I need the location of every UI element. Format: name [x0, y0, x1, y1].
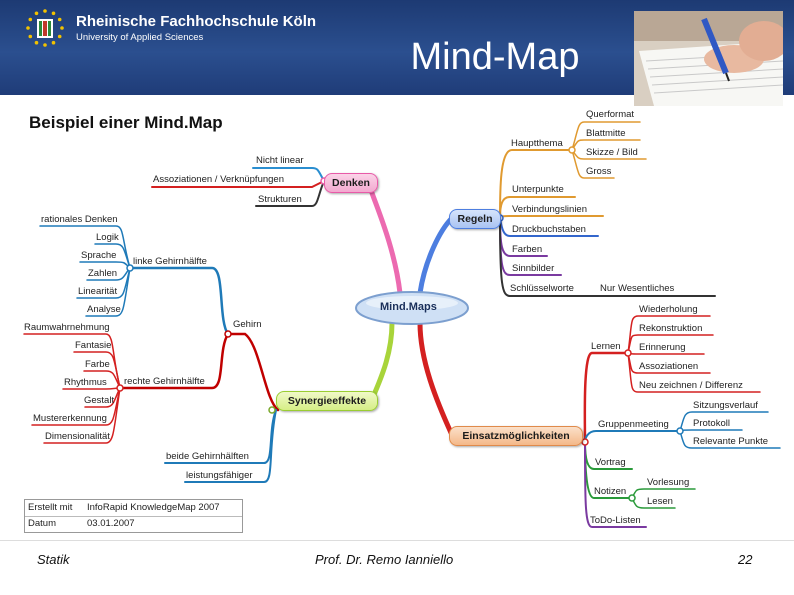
info-created-key: Erstellt mit	[28, 500, 72, 516]
leaf-nicht-linear: Nicht linear	[256, 155, 304, 167]
center-topic: Mind.Maps	[380, 301, 437, 313]
leaf-erinnerung: Erinnerung	[639, 342, 685, 354]
footer-left: Statik	[37, 552, 70, 567]
leaf-lernen: Lernen	[591, 341, 621, 353]
leaf-linearitaet: Linearität	[78, 286, 117, 298]
leaf-gross: Gross	[586, 166, 611, 178]
leaf-gruppenmeeting: Gruppenmeeting	[598, 419, 669, 431]
leaf-rechte-gehirnhaelfte: rechte Gehirnhälfte	[124, 376, 205, 388]
info-date-key: Datum	[28, 516, 56, 532]
leaf-wiederholung: Wiederholung	[639, 304, 698, 316]
leaf-sitzungsverlauf: Sitzungsverlauf	[693, 400, 758, 412]
leaf-protokoll: Protokoll	[693, 418, 730, 430]
leaf-strukturen: Strukturen	[258, 194, 302, 206]
leaf-unterpunkte: Unterpunkte	[512, 184, 564, 196]
footer-author: Prof. Dr. Remo Ianniello	[315, 552, 453, 567]
leaf-assoziationen: Assoziationen	[639, 361, 698, 373]
leaf-lesen: Lesen	[647, 496, 673, 508]
leaf-leistungsfaehiger: leistungsfähiger	[186, 470, 253, 482]
leaf-logik: Logik	[96, 232, 119, 244]
leaf-raumwahrnehmung: Raumwahrnehmung	[24, 322, 110, 334]
leaf-rationales-denken: rationales Denken	[41, 214, 118, 226]
leaf-analyse: Analyse	[87, 304, 121, 316]
leaf-farbe: Farbe	[85, 359, 110, 371]
leaf-rhythmus: Rhythmus	[64, 377, 107, 389]
node-regeln: Regeln	[449, 209, 501, 229]
info-row-date: Datum 03.01.2007	[25, 516, 242, 532]
leaf-mustererkennung: Mustererkennung	[33, 413, 107, 425]
leaf-blattmitte: Blattmitte	[586, 128, 626, 140]
leaf-hauptthema: Hauptthema	[511, 138, 563, 150]
leaf-fantasie: Fantasie	[75, 340, 111, 352]
info-date-value: 03.01.2007	[87, 516, 135, 532]
leaf-beide-gehirnhaelften: beide Gehirnhälften	[166, 451, 249, 463]
footer-page-number: 22	[738, 552, 752, 567]
leaf-nur-wesentliches: Nur Wesentliches	[600, 283, 674, 295]
leaf-vorlesung: Vorlesung	[647, 477, 689, 489]
leaf-verbindungslinien: Verbindungslinien	[512, 204, 587, 216]
leaf-assoziationen-verknuepfungen: Assoziationen / Verknüpfungen	[153, 174, 284, 186]
leaf-zahlen: Zahlen	[88, 268, 117, 280]
mind-map-branches	[0, 0, 794, 540]
leaf-farben: Farben	[512, 244, 542, 256]
leaf-gestalt: Gestalt	[84, 395, 114, 407]
leaf-notizen: Notizen	[594, 486, 626, 498]
node-synergieeffekte: Synergieeffekte	[276, 391, 378, 411]
leaf-querformat: Querformat	[586, 109, 634, 121]
node-einsatzmoeglichkeiten: Einsatzmöglichkeiten	[449, 426, 583, 446]
footer-divider	[0, 540, 794, 541]
leaf-neu-zeichnen: Neu zeichnen / Differenz	[639, 380, 743, 392]
leaf-druckbuchstaben: Druckbuchstaben	[512, 224, 586, 236]
leaf-todo-listen: ToDo-Listen	[590, 515, 641, 527]
info-table: Erstellt mit InfoRapid KnowledgeMap 2007…	[24, 499, 243, 533]
leaf-linke-gehirnhaelfte: linke Gehirnhälfte	[133, 256, 207, 268]
info-row-created: Erstellt mit InfoRapid KnowledgeMap 2007	[25, 500, 242, 517]
node-denken: Denken	[324, 173, 378, 193]
leaf-schluesselworte: Schlüsselworte	[510, 283, 574, 295]
leaf-rekonstruktion: Rekonstruktion	[639, 323, 702, 335]
leaf-gehirn: Gehirn	[233, 319, 262, 331]
leaf-vortrag: Vortrag	[595, 457, 626, 469]
leaf-sprache: Sprache	[81, 250, 116, 262]
info-created-value: InfoRapid KnowledgeMap 2007	[87, 500, 220, 516]
leaf-sinnbilder: Sinnbilder	[512, 263, 554, 275]
leaf-relevante-punkte: Relevante Punkte	[693, 436, 768, 448]
leaf-skizze-bild: Skizze / Bild	[586, 147, 638, 159]
leaf-dimensionalitaet: Dimensionalität	[45, 431, 110, 443]
